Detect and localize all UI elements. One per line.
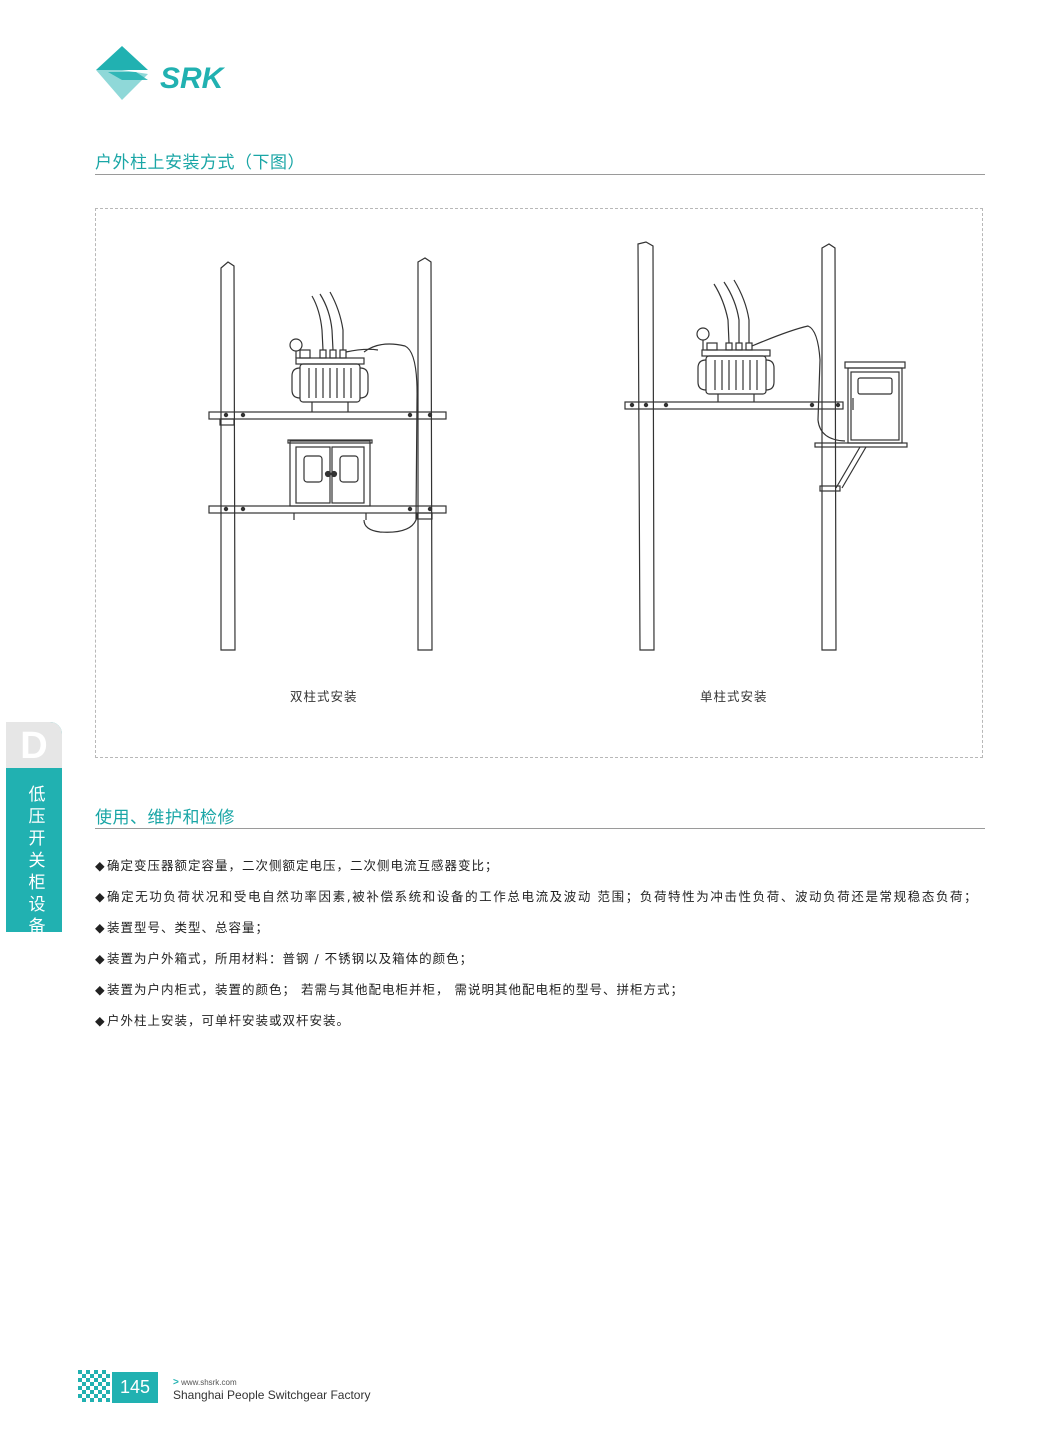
diamond-bullet-icon: ◆ xyxy=(95,858,106,873)
single-pole-right xyxy=(821,243,837,651)
diamond-bullet-icon: ◆ xyxy=(95,1013,106,1028)
section-divider xyxy=(95,174,985,175)
list-item: ◆户外柱上安装，可单杆安装或双杆安装。 xyxy=(95,1005,987,1036)
upper-crossarm xyxy=(208,411,447,420)
cabinet-left xyxy=(287,439,373,520)
left-pole xyxy=(220,261,236,651)
list-item: ◆装置为户内柜式，装置的颜色； 若需与其他配电柜并柜， 需说明其他配电柜的型号、… xyxy=(95,974,987,1005)
chapter-letter: D xyxy=(6,722,62,768)
diamond-bullet-icon: ◆ xyxy=(95,951,106,966)
footer-company: Shanghai People Switchgear Factory xyxy=(173,1388,371,1402)
list-item: ◆装置为户外箱式，所用材料：普钢 / 不锈钢以及箱体的颜色； xyxy=(95,943,987,974)
section-divider xyxy=(95,828,985,829)
installation-figure-box xyxy=(95,208,983,758)
chapter-title: 低压开关柜设备 xyxy=(28,785,46,937)
list-item: ◆装置型号、类型、总容量； xyxy=(95,912,987,943)
page-number: 145 xyxy=(112,1372,158,1403)
diamond-bullet-icon: ◆ xyxy=(95,982,106,997)
srk-logo: SRK xyxy=(96,44,256,108)
single-pole-drawing xyxy=(624,241,908,651)
list-item: ◆确定无功负荷状况和受电自然功率因素,被补偿系统和设备的工作总电流及波动 范围；… xyxy=(95,881,1001,912)
logo-text: SRK xyxy=(160,62,226,95)
section-title-installation: 户外柱上安装方式（下图） xyxy=(95,153,305,173)
diamond-bullet-icon: ◆ xyxy=(95,889,107,904)
installation-drawings xyxy=(208,241,908,651)
double-pole-drawing xyxy=(208,257,447,651)
list-item: ◆确定变压器额定容量，二次侧额定电压，二次侧电流互感器变比； xyxy=(95,850,987,881)
caption-double-pole: 双柱式安装 xyxy=(290,689,358,704)
section-title-maintenance: 使用、维护和检修 xyxy=(95,808,235,828)
single-crossarm xyxy=(624,401,844,410)
cabinet-right xyxy=(814,361,908,492)
transformer-left xyxy=(289,338,369,412)
checker-pattern-icon xyxy=(78,1370,110,1408)
footer-url: > www.shsrk.com xyxy=(173,1377,237,1388)
arrow-icon: > xyxy=(173,1377,179,1388)
single-pole-left xyxy=(637,241,655,651)
transformer-right xyxy=(696,327,775,402)
maintenance-list: ◆确定变压器额定容量，二次侧额定电压，二次侧电流互感器变比； ◆确定无功负荷状况… xyxy=(95,850,987,1036)
diamond-bullet-icon: ◆ xyxy=(95,920,106,935)
caption-single-pole: 单柱式安装 xyxy=(700,689,768,704)
right-pole xyxy=(417,257,433,651)
